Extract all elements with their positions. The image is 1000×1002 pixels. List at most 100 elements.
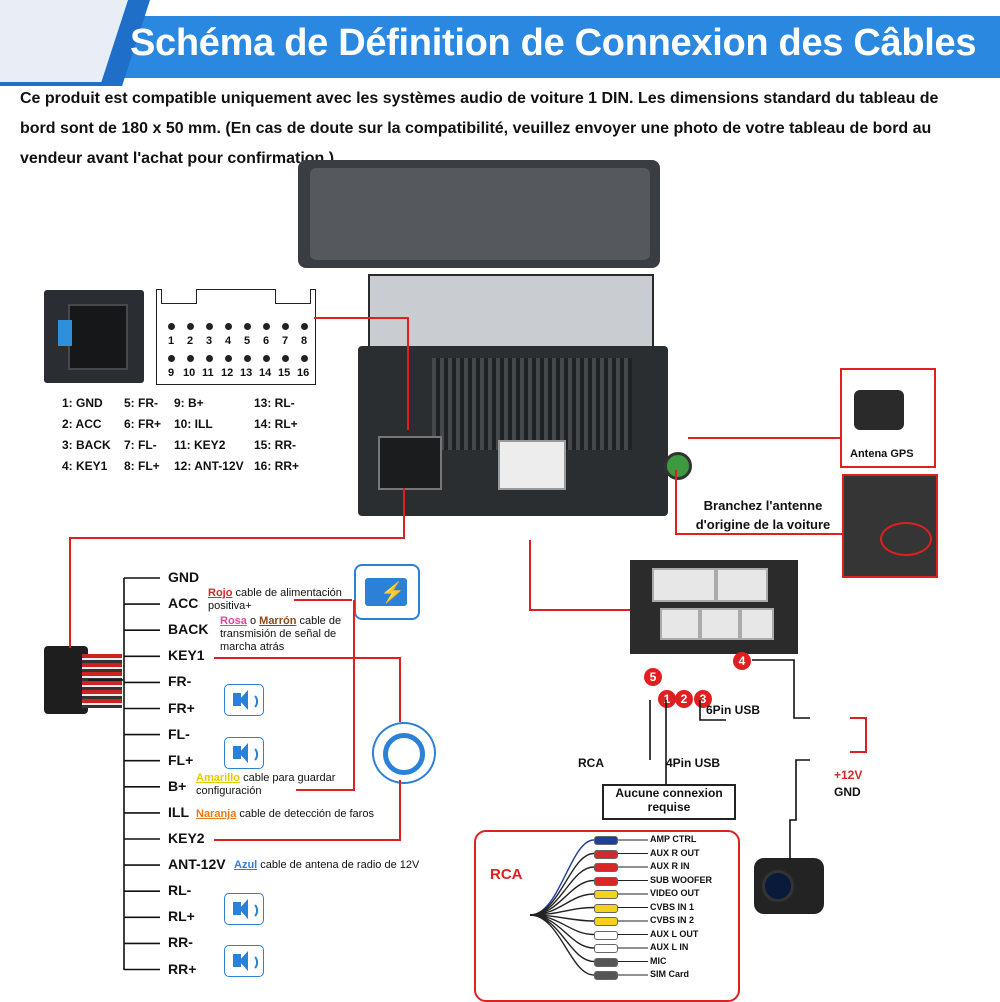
pin-legend-entry: 12: ANT-12V bbox=[174, 459, 244, 473]
rca-row-label: AUX R OUT bbox=[650, 847, 700, 858]
rca-plug-icon bbox=[594, 836, 618, 845]
fuse-icon bbox=[58, 320, 72, 346]
bplus-text: cable para guardar configuración bbox=[196, 772, 336, 797]
pin-legend-entry: 8: FL+ bbox=[124, 459, 160, 473]
wire-label: RR- bbox=[168, 934, 193, 951]
speaker-icon bbox=[224, 736, 264, 769]
wire-label: FL- bbox=[168, 725, 190, 742]
plus12-label: +12V bbox=[834, 768, 863, 782]
rca-plug-icon bbox=[594, 903, 618, 913]
pin-legend-entry: 14: RL+ bbox=[254, 417, 298, 431]
pin-dot bbox=[263, 323, 270, 330]
speaker-icon bbox=[224, 893, 264, 926]
rca-row-label: SIM Card bbox=[650, 969, 690, 979]
pin-legend-entry: 16: RR+ bbox=[254, 459, 300, 473]
pin-number: 14 bbox=[259, 367, 272, 379]
pin-legend-entry: 9: B+ bbox=[174, 396, 204, 410]
pin-number: 16 bbox=[297, 367, 310, 379]
speaker-icon bbox=[224, 945, 264, 978]
car-antenna-note: Branchez l'antenne d'origine de la voitu… bbox=[695, 498, 831, 532]
pin-dot bbox=[301, 355, 308, 362]
harness-plug-icon bbox=[44, 646, 88, 714]
iso-connector-photo bbox=[44, 290, 144, 383]
pin-number: 8 bbox=[301, 335, 308, 347]
wire-label: B+ bbox=[168, 777, 187, 794]
pin-number: 3 bbox=[206, 335, 213, 347]
wire-label: RL+ bbox=[168, 908, 195, 925]
wire-label: RL- bbox=[168, 882, 192, 899]
battery-bplus-line bbox=[296, 600, 355, 791]
rca-plug-icon bbox=[594, 849, 618, 859]
wire-label: KEY2 bbox=[168, 830, 205, 846]
pin-dot bbox=[225, 355, 232, 362]
pin-dot bbox=[244, 323, 251, 330]
wire-label: ACC bbox=[168, 595, 199, 612]
port-plug-photo bbox=[630, 560, 798, 654]
title-banner bbox=[40, 16, 1000, 78]
pin-legend-entry: 10: ILL bbox=[174, 417, 213, 431]
pin-legend-entry: 6: FR+ bbox=[124, 417, 162, 431]
rca-row-label: AMP CTRL bbox=[650, 834, 697, 844]
port-number-1: 1 bbox=[658, 690, 676, 708]
pin-number: 11 bbox=[202, 367, 214, 379]
pin-box-tab-left bbox=[161, 289, 197, 304]
camera-cable bbox=[789, 759, 810, 860]
pin-number: 13 bbox=[240, 367, 253, 379]
pin-legend-entry: 5: FR- bbox=[124, 396, 158, 410]
wire-label: ANT-12V bbox=[168, 856, 226, 873]
unit-to-port-line bbox=[529, 540, 630, 611]
port-number-5: 5 bbox=[644, 668, 662, 686]
pin-dot bbox=[168, 355, 175, 362]
rca-wire bbox=[529, 914, 595, 963]
rca-plug-icon bbox=[594, 957, 618, 967]
car-antenna-photo bbox=[842, 474, 938, 578]
rca-row-label: SUB WOOFER bbox=[650, 874, 712, 885]
ill-color: Naranja bbox=[196, 808, 237, 820]
gps-antenna-box: Antena GPS bbox=[840, 368, 936, 468]
ill-text: cable de detección de faros bbox=[239, 808, 374, 820]
pin-legend-entry: 15: RR- bbox=[254, 438, 297, 452]
port-number-3: 3 bbox=[694, 690, 712, 708]
speaker-icon bbox=[224, 684, 264, 717]
pin-dot bbox=[282, 355, 289, 362]
highlight-circle bbox=[880, 522, 932, 556]
wire-label: KEY1 bbox=[168, 647, 205, 664]
gps-label: Antena GPS bbox=[850, 448, 914, 460]
gps-antenna-icon bbox=[854, 390, 904, 430]
rca-plug-icon bbox=[594, 863, 618, 872]
steering-wheel-icon bbox=[372, 722, 436, 784]
pin-dot bbox=[225, 323, 232, 330]
pin-number: 1 bbox=[168, 335, 175, 347]
pin-dot bbox=[187, 323, 194, 330]
wire-label: FL+ bbox=[168, 751, 194, 768]
harness-wires-icon bbox=[82, 654, 122, 708]
rca-row-label: AUX R IN bbox=[650, 861, 690, 871]
ant-text: cable de antena de radio de 12V bbox=[260, 859, 420, 871]
pin-dot bbox=[206, 323, 213, 330]
wire-label: FR+ bbox=[168, 699, 195, 716]
rca-plug-icon bbox=[594, 876, 618, 886]
pin-legend-entry: 11: KEY2 bbox=[174, 438, 226, 452]
rca-plug-icon bbox=[594, 890, 618, 899]
usb4-label: 4Pin USB bbox=[666, 756, 721, 770]
wire-label: BACK bbox=[168, 621, 209, 638]
pin-number: 10 bbox=[183, 367, 196, 379]
steering-key2-line bbox=[214, 780, 401, 841]
wire-label: ILL bbox=[168, 803, 189, 820]
gnd-label: GND bbox=[834, 785, 861, 799]
rca-plug-icon bbox=[594, 930, 618, 940]
port-number-2: 2 bbox=[675, 690, 693, 708]
pin-legend-entry: 3: BACK bbox=[62, 438, 111, 452]
antenna-line bbox=[675, 470, 842, 535]
pin-number: 15 bbox=[278, 367, 291, 379]
usb6-cable bbox=[699, 700, 726, 721]
rca-wire bbox=[529, 879, 595, 916]
rca-plug-icon bbox=[594, 944, 618, 953]
rca-table-title: RCA bbox=[490, 866, 523, 883]
page-title: Schéma de Définition de Connexion des Câ… bbox=[130, 22, 977, 64]
pin-legend-entry: 2: ACC bbox=[62, 417, 102, 431]
rca-row-label: CVBS IN 1 bbox=[650, 901, 695, 912]
pin-number: 5 bbox=[244, 335, 251, 347]
usb6-label: 6Pin USB bbox=[706, 703, 761, 717]
rca-cable-label: RCA bbox=[578, 756, 604, 770]
